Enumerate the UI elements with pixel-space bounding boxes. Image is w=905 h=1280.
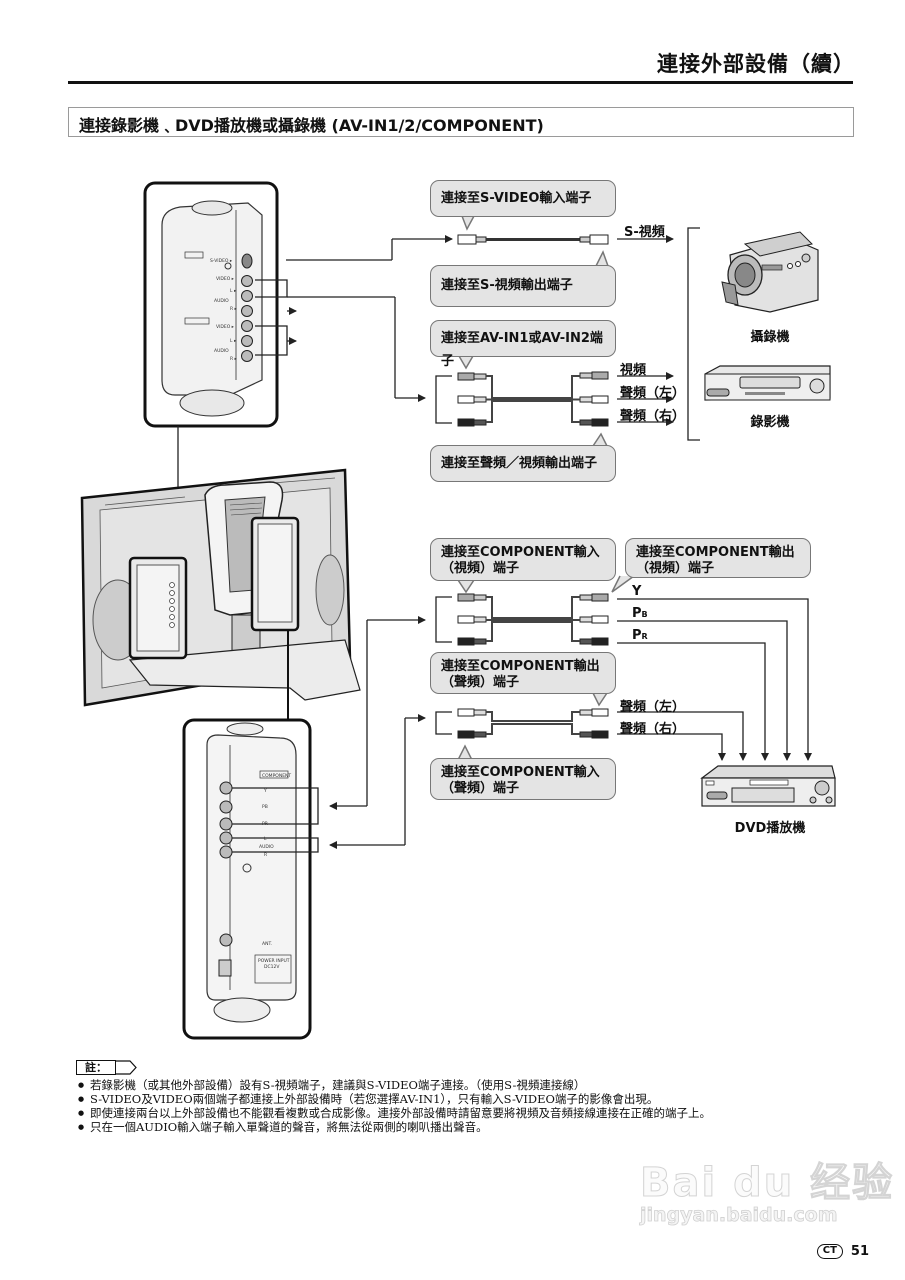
dvd-signal-lines <box>617 598 812 761</box>
svg-text:L: L <box>264 836 267 842</box>
callout-component-audio-output: 連接至COMPONENT輸出 （聲頻）端子 <box>430 652 616 694</box>
svg-text:AUDIO: AUDIO <box>214 298 229 304</box>
note-item: 即使連接兩台以上外部設備也不能觀看複數或合成影像。連接外部設備時請留意要將視頻及… <box>76 1106 856 1120</box>
notes-section: 註： 若錄影機（或其他外部設備）設有S-視頻端子，建議與S-VIDEO端子連接。… <box>76 1060 856 1134</box>
dvd-player-icon <box>700 765 836 807</box>
callout-svideo-output: 連接至S-視頻輸出端子 <box>430 265 616 307</box>
svg-text:ANT.: ANT. <box>262 941 272 947</box>
component-audio-cable <box>435 708 609 739</box>
label-pb-main: P <box>632 606 642 621</box>
svg-text:DC12V: DC12V <box>264 964 280 970</box>
callout-line-1: 連接至COMPONENT輸入 <box>441 765 600 780</box>
notes-arrow-icon <box>116 1060 137 1075</box>
region-badge: CT <box>816 1244 843 1259</box>
callout-av-output: 連接至聲頻／視頻輸出端子 <box>430 445 616 482</box>
label-component-audio-right: 聲頻（右） <box>620 722 686 737</box>
svg-text:S-VIDEO ▸: S-VIDEO ▸ <box>210 258 233 264</box>
callout-svideo-input: 連接至S-VIDEO輸入端子 <box>430 180 616 217</box>
note-item: 若錄影機（或其他外部設備）設有S-視頻端子，建議與S-VIDEO端子連接。（使用… <box>76 1078 856 1092</box>
watermark-url: jingyan.baidu.com <box>640 1204 838 1227</box>
component-leader-lines <box>232 616 426 853</box>
vcr-icon <box>704 365 831 401</box>
label-component-audio-left: 聲頻（左） <box>620 700 686 715</box>
watermark-brand: Bai du 经验 <box>639 1160 895 1207</box>
av-in-panel-illustration: S-VIDEO ▸ VIDEO ▸ L ▸ AUDIO R ▸ VIDEO ▸ … <box>143 181 279 428</box>
label-pr: PR <box>632 628 648 643</box>
page-footer: CT 51 <box>816 1244 869 1259</box>
callout-component-video-output: 連接至COMPONENT輸出 （視頻）端子 <box>625 538 811 578</box>
svg-text:R ▸: R ▸ <box>230 356 238 362</box>
page-number: 51 <box>850 1244 869 1259</box>
label-y: Y <box>632 584 642 599</box>
callout-line-2: （聲頻）端子 <box>441 781 520 796</box>
svideo-cable <box>457 234 674 245</box>
callout-line-1: 連接至COMPONENT輸出 <box>636 545 795 560</box>
svg-text:Y: Y <box>263 788 267 794</box>
label-pb-sub: B <box>641 610 648 619</box>
svg-text:POWER INPUT: POWER INPUT <box>258 958 290 964</box>
label-pr-sub: R <box>641 632 648 641</box>
callout-line-2: （視頻）端子 <box>441 561 520 576</box>
label-svideo: S-視頻 <box>624 225 665 240</box>
watermark: Bai du 经验 jingyan.baidu.com <box>639 1150 895 1227</box>
label-pb: PB <box>632 606 648 621</box>
note-item: 只在一個AUDIO輸入端子輸入單聲道的聲音，將無法從兩側的喇叭播出聲音。 <box>76 1120 856 1134</box>
svg-text:VIDEO ▸: VIDEO ▸ <box>216 324 235 330</box>
svg-text:L ▸: L ▸ <box>230 338 237 344</box>
svg-text:PB: PB <box>262 804 268 810</box>
callout-component-video-input: 連接至COMPONENT輸入 （視頻）端子 <box>430 538 616 581</box>
component-video-cable <box>435 593 609 646</box>
device-bracket <box>687 227 700 441</box>
label-audio-left: 聲頻（左） <box>620 386 686 401</box>
label-pr-main: P <box>632 628 642 643</box>
callout-line-1: 連接至COMPONENT輸出 <box>441 659 600 674</box>
svg-text:L ▸: L ▸ <box>230 288 237 294</box>
label-vcr: 錄影機 <box>750 415 790 430</box>
label-audio-right: 聲頻（右） <box>620 409 686 424</box>
section-title: 連接錄影機﹑DVD播放機或攝錄機 (AV-IN1/2/COMPONENT) <box>68 107 854 137</box>
svg-text:R: R <box>264 852 267 858</box>
composite-av-cable <box>435 371 674 427</box>
svg-text:AUDIO: AUDIO <box>214 348 229 354</box>
title-rule <box>68 81 853 84</box>
callout-pointers <box>457 215 635 761</box>
callout-line-1: 連接至COMPONENT輸入 <box>441 545 600 560</box>
svg-text:AUDIO: AUDIO <box>259 844 274 850</box>
notes-tag: 註： <box>76 1060 116 1075</box>
tv-rear-illustration <box>80 468 361 707</box>
callout-line-2: （視頻）端子 <box>636 561 715 576</box>
callout-av-input: 連接至AV-IN1或AV-IN2端子 <box>430 320 616 369</box>
svg-text:VIDEO ▸: VIDEO ▸ <box>216 276 235 282</box>
page-title: 連接外部設備（續） <box>657 52 855 76</box>
label-dvd-player: DVD播放機 <box>734 821 806 836</box>
camcorder-icon <box>721 231 819 313</box>
svg-text:R ▸: R ▸ <box>230 306 238 312</box>
label-video: 視頻 <box>620 363 647 378</box>
svg-text:COMPONENT: COMPONENT <box>262 773 291 779</box>
label-camcorder: 攝錄機 <box>750 330 790 345</box>
callout-component-audio-input: 連接至COMPONENT輸入 （聲頻）端子 <box>430 758 616 800</box>
note-item: S-VIDEO及VIDEO兩個端子都連接上外部設備時（若您選擇AV-IN1），只… <box>76 1092 856 1106</box>
callout-line-2: （聲頻）端子 <box>441 675 520 690</box>
